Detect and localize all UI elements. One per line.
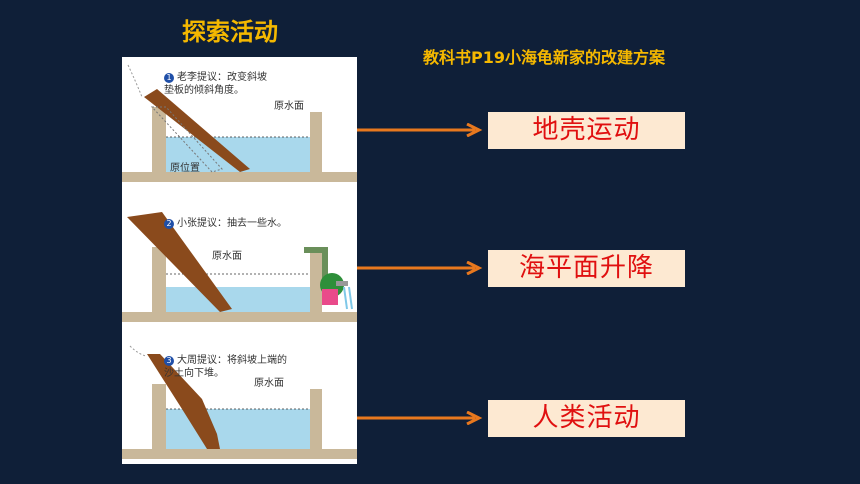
arrow-right-icon — [357, 123, 483, 137]
label-crustal-movement: 地壳运动 — [488, 112, 685, 149]
arrow-right-icon — [357, 261, 483, 275]
tank-diagram-2 — [122, 212, 357, 322]
scene-2-caption-line1: 小张提议：抽去一些水。 — [177, 218, 287, 229]
step-number-1: 1 — [164, 73, 174, 83]
tank-diagram-3 — [122, 345, 357, 459]
step-number-2: 2 — [164, 219, 174, 229]
scene-3-caption-line2: 沙土向下堆。 — [164, 368, 224, 379]
scene-1-caption-line1: 老李提议：改变斜坡 — [177, 72, 267, 83]
step-number-3: 3 — [164, 356, 174, 366]
label-sea-level-change: 海平面升降 — [488, 250, 685, 287]
scene-3-caption-line1: 大周提议：将斜坡上端的 — [177, 355, 287, 366]
label-human-activity: 人类活动 — [488, 400, 685, 437]
tank-diagram-1 — [122, 64, 357, 182]
scene-1-caption-line2: 垫板的倾斜角度。 — [164, 85, 244, 96]
water-level-label-3: 原水面 — [254, 378, 284, 389]
arrow-right-icon — [357, 411, 483, 425]
original-position-label: 原位置 — [170, 163, 200, 174]
water-level-label-2: 原水面 — [212, 251, 242, 262]
water-level-label-1: 原水面 — [274, 101, 304, 112]
page-title: 探索活动 — [182, 18, 278, 46]
page-subtitle: 教科书P19小海龟新家的改建方案 — [423, 48, 665, 67]
